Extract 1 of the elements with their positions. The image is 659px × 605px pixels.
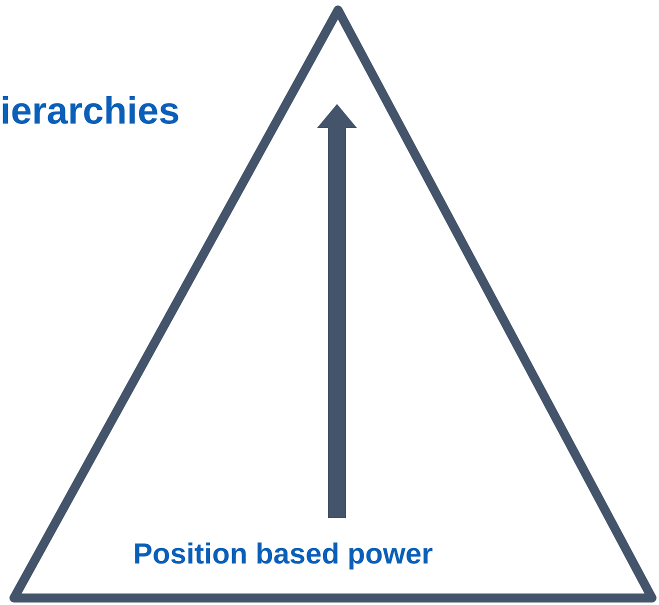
title: ierarchies <box>2 96 178 124</box>
